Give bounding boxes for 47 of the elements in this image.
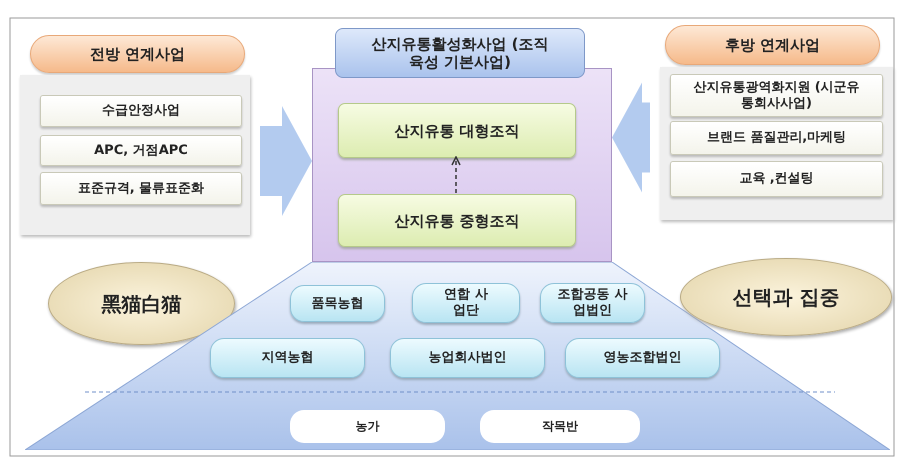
item-box (40, 172, 242, 205)
pyramid-shape (25, 262, 890, 450)
label-text: 영농조합법인 (604, 350, 682, 366)
label-text: 표준규격, 물류표준화 (78, 180, 204, 196)
label-text: 브랜드 품질관리,마케팅 (706, 130, 846, 146)
organization-pill (540, 283, 645, 323)
organization-pill (565, 338, 720, 378)
label-text: 산지유통활성화사업 (조직육성 기본사업) (370, 35, 550, 71)
heading-pill (665, 25, 880, 65)
organization-pill (390, 338, 545, 378)
label-text: 선택과 집중 (732, 285, 840, 309)
label-text: 연합 사업단 (443, 287, 489, 319)
item-box (670, 161, 883, 197)
item-box (670, 121, 883, 155)
label-text: 품목농협 (312, 296, 364, 312)
item-box (40, 135, 242, 166)
label-text: 산지유통 중형조직 (394, 212, 520, 230)
label-text: 산지유통 대형조직 (394, 122, 520, 140)
label-text: 후방 연계사업 (724, 36, 820, 54)
heading-pill (30, 35, 245, 73)
organization-box (338, 194, 576, 247)
panel-background (312, 68, 612, 262)
organization-pill (290, 285, 385, 322)
panel-background (660, 67, 893, 220)
base-pill (480, 410, 640, 443)
label-text: 전방 연계사업 (90, 45, 186, 63)
label-text: 교육 ,컨설팅 (739, 171, 814, 187)
arrow (451, 156, 461, 193)
block-arrow (260, 106, 312, 216)
panel-background (20, 75, 250, 235)
label-text: APC, 거점APC (94, 142, 188, 158)
label-text: 수급안정사업 (102, 103, 180, 119)
organization-pill (210, 338, 365, 378)
label-text: 농업회사법인 (428, 350, 506, 366)
label-text: 지역농협 (262, 350, 314, 366)
label-text: 조합공동 사업법인 (556, 287, 628, 319)
item-box (670, 74, 883, 117)
title-tab (335, 28, 585, 78)
base-pill (290, 410, 445, 443)
organization-box (338, 103, 576, 158)
label-text: 산지유통광역화지원 (시군유통회사사업) (692, 80, 861, 112)
label-text: 농가 (356, 419, 380, 434)
label-text: 작목반 (542, 419, 578, 434)
block-arrow (612, 82, 650, 192)
item-box (40, 95, 242, 127)
organization-pill (412, 283, 520, 323)
label-text: 黑猫白猫 (102, 292, 182, 316)
